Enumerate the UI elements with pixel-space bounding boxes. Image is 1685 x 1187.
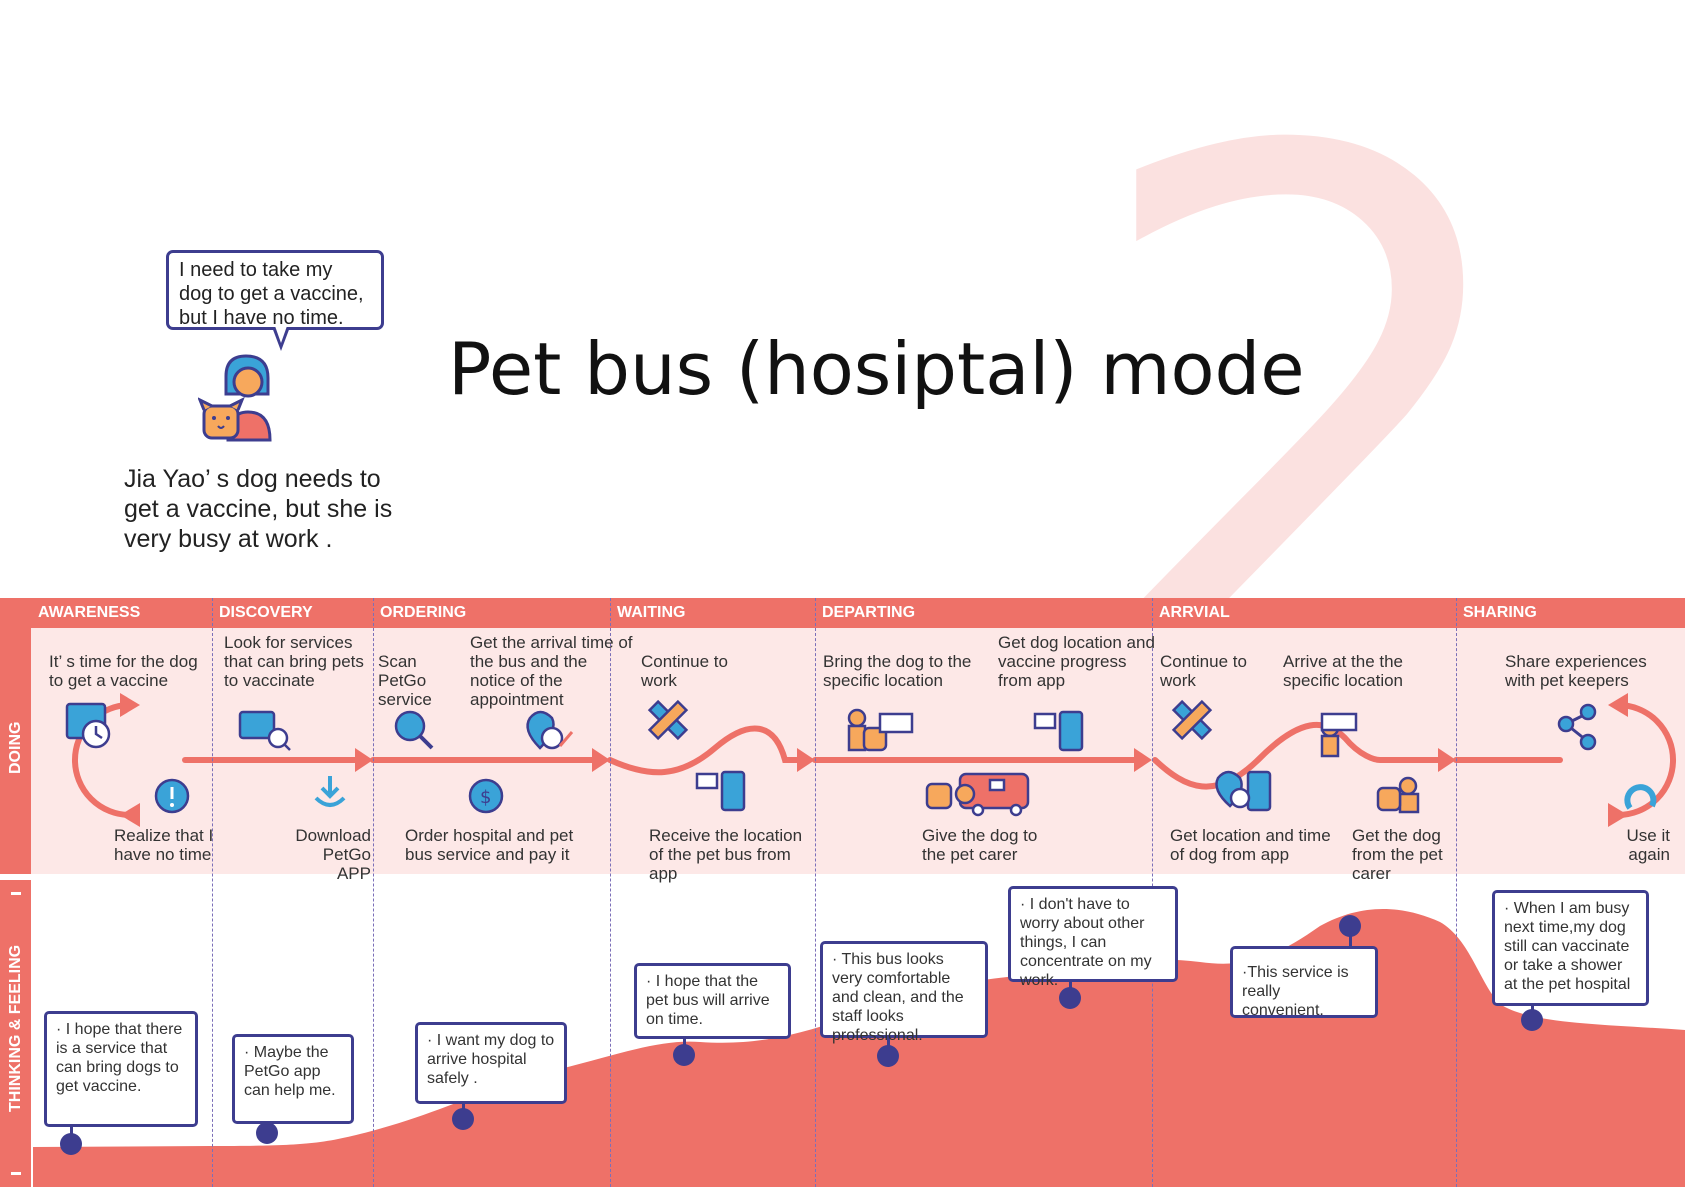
calendar-clock-icon [65, 702, 111, 749]
thought-bubble-arrival: ·This service is really convenient. [1230, 946, 1378, 1019]
emotion-point [1339, 915, 1361, 937]
doing-step-bottom: Receive the location of the pet bus from… [649, 826, 803, 883]
doing-step-top: Get dog location and vaccine progress fr… [998, 633, 1155, 690]
reuse-icon [1624, 784, 1657, 810]
flow-arrowhead [1438, 748, 1456, 772]
search-icon [394, 710, 434, 750]
stage-discovery: DISCOVERY [219, 604, 313, 621]
pencil-ruler-icon [1171, 699, 1213, 741]
doing-step-top: Arrive at the the specific location [1283, 652, 1404, 690]
flow-arrowhead [120, 693, 140, 717]
location-clock-icon [526, 710, 574, 750]
thought-stem [887, 1038, 890, 1050]
doing-step-bottom: Realize that I have no time [114, 826, 214, 864]
flow-arrowhead [797, 748, 815, 772]
doing-step-bottom: Give the dog to the pet carer [922, 826, 1038, 864]
stage-sharing: SHARING [1463, 604, 1537, 621]
flow-arrowhead [1134, 748, 1152, 772]
thought-bubble-awareness: · I hope that there is a service that ca… [44, 1011, 198, 1127]
emotion-point [1521, 1009, 1543, 1031]
stage-arrival: ARRVIAL [1159, 604, 1230, 621]
thought-bubble-departing-2: · I don't have to worry about other thin… [1008, 886, 1178, 989]
stage-divider [373, 598, 374, 1187]
thought-bubble-discovery: · Maybe the PetGo app can help me. [232, 1034, 354, 1124]
stage-header-bar [0, 598, 1685, 628]
stage-ordering: ORDERING [380, 604, 467, 621]
doing-flow: $ [65, 693, 1676, 827]
stage-awareness: AWARENESS [38, 604, 141, 621]
doing-step-top: Share experiences with pet keepers [1505, 652, 1647, 690]
thought-stem [1349, 936, 1352, 948]
share-icon [1557, 703, 1597, 751]
doing-step-bottom: Order hospital and pet bus service and p… [405, 826, 574, 864]
stage-divider [610, 598, 611, 1187]
dollar-icon: $ [468, 778, 504, 814]
doing-step-bottom: Download PetGo APP [295, 826, 371, 883]
speech-bubble-tail-fill [275, 326, 287, 343]
emotion-point [673, 1044, 695, 1066]
browser-search-icon [238, 710, 291, 751]
doing-step-bottom: Get location and time of dog from app [1170, 826, 1331, 864]
emotion-point [877, 1045, 899, 1067]
page-title: Pet bus (hosiptal) mode [448, 327, 1305, 411]
doing-step-bottom: Get the dog from the pet carer [1352, 826, 1443, 883]
person-sign-icon [1320, 712, 1358, 758]
chat-phone-icon [1033, 710, 1084, 752]
flow-arrowhead [1608, 693, 1628, 717]
thought-bubble-departing: · This bus looks very comfortable and cl… [820, 941, 988, 1044]
flow-wave-arrival [1152, 722, 1443, 790]
woman-dog-avatar-icon [198, 354, 272, 442]
stage-divider [1456, 598, 1457, 1187]
emotion-point [60, 1133, 82, 1155]
emotion-point [256, 1122, 278, 1144]
dog-nurse-bus-icon [925, 772, 1030, 817]
doing-step-top: Look for services that can bring pets to… [224, 633, 364, 690]
persona-speech-text: I need to take my dog to get a vaccine, … [179, 259, 364, 329]
flow-arrowhead [120, 803, 140, 827]
svg-text:$: $ [480, 787, 491, 808]
dog-person-icon [1376, 776, 1420, 814]
thinking-lane-side [0, 880, 31, 1187]
doing-step-bottom: Use it again [1626, 826, 1670, 864]
pencil-ruler-icon [647, 699, 689, 741]
lane-tick [11, 892, 21, 895]
doing-step-top: Get the arrival time of the bus and the … [470, 633, 633, 709]
people-dog-sign-icon [847, 708, 914, 752]
doing-lane-side [0, 598, 31, 874]
doing-lane-panel [0, 628, 1685, 874]
persona-speech-bubble: I need to take my dog to get a vaccine, … [166, 250, 384, 330]
download-icon [314, 776, 346, 807]
doing-step-top: Continue to work [641, 652, 728, 690]
flow-arrowhead [355, 748, 373, 772]
thinking-lane-label: THINKING & FEELING [7, 944, 24, 1112]
flow-loop-sharing [1615, 702, 1676, 818]
emotion-point [452, 1108, 474, 1130]
thought-bubble-waiting: · I hope that the pet bus will arrive on… [634, 963, 791, 1039]
thought-bubble-sharing: · When I am busy next time,my dog still … [1492, 890, 1649, 1006]
emotion-point [1059, 987, 1081, 1009]
thought-bubble-ordering: · I want my dog to arrive hospital safel… [415, 1022, 567, 1104]
flow-arrowhead [1608, 803, 1628, 827]
alert-icon [154, 778, 190, 814]
stage-divider [815, 598, 816, 1187]
doing-step-top: Continue to work [1160, 652, 1247, 690]
doing-step-top: It’ s time for the dog to get a vaccine [49, 652, 198, 690]
flow-arrowhead [592, 748, 610, 772]
doing-step-top: Bring the dog to the specific location [823, 652, 972, 690]
lane-tick [11, 1172, 21, 1175]
stage-departing: DEPARTING [822, 604, 916, 621]
stage-waiting: WAITING [617, 604, 686, 621]
persona-description: Jia Yao’ s dog needs to get a vaccine, b… [124, 465, 393, 553]
chat-phone-icon [695, 770, 746, 812]
stage-divider [212, 598, 213, 1187]
flow-wave-waiting [607, 725, 803, 776]
doing-step-top: Scan PetGo service [378, 652, 432, 709]
location-clock-phone-icon [1215, 770, 1272, 812]
